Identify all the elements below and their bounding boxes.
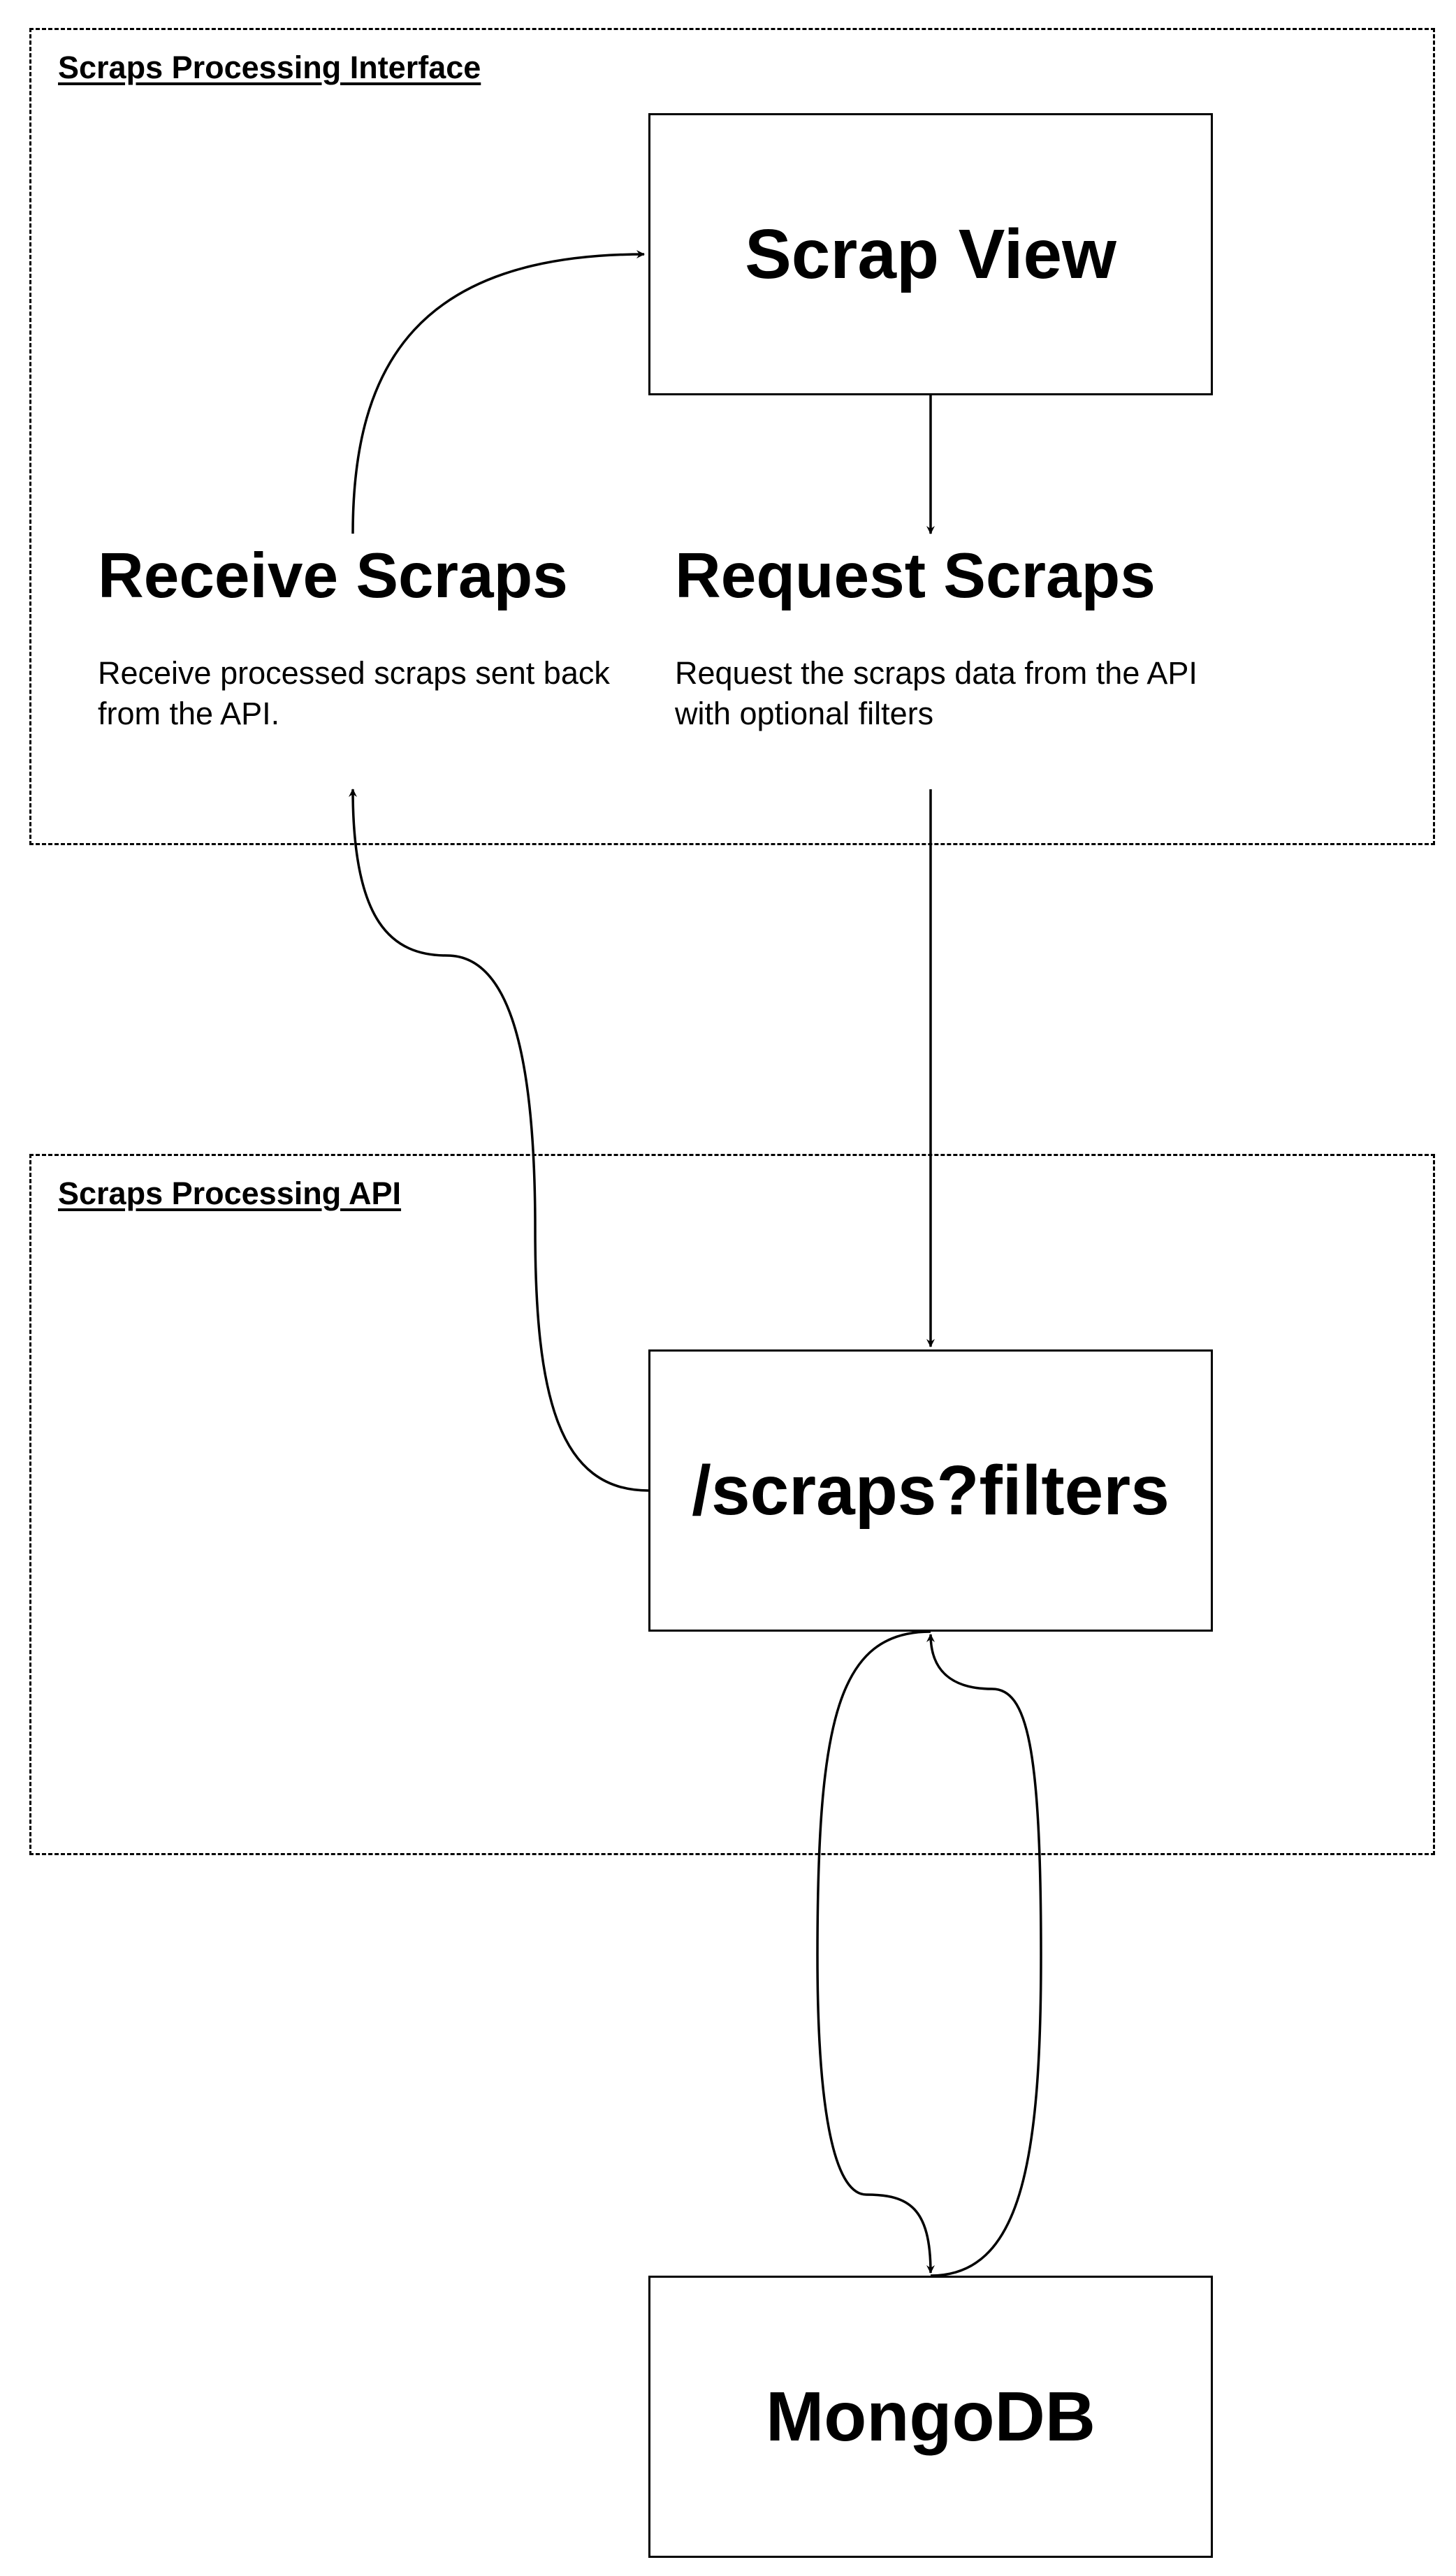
receive-scraps-description: Receive processed scraps sent back from … xyxy=(98,655,610,731)
interface-group: Scraps Processing Interface xyxy=(29,28,1435,845)
mongodb-node[interactable]: MongoDB xyxy=(648,2276,1213,2558)
receive-scraps-heading: Receive Scraps xyxy=(98,541,568,611)
scrap-view-node[interactable]: Scrap View xyxy=(648,113,1213,395)
request-scraps-heading: Request Scraps xyxy=(675,541,1156,611)
api-group-label: Scraps Processing API xyxy=(58,1176,402,1211)
mongodb-label: MongoDB xyxy=(765,2377,1096,2456)
scraps-endpoint-label: /scraps?filters xyxy=(692,1451,1170,1530)
api-group: Scraps Processing API xyxy=(29,1154,1435,1855)
request-scraps-description: Request the scraps data from the API wit… xyxy=(675,655,1197,731)
interface-group-label: Scraps Processing Interface xyxy=(58,50,481,85)
scrap-view-label: Scrap View xyxy=(745,214,1116,293)
request-scraps-step: Request Scraps Request the scraps data f… xyxy=(675,541,1234,733)
receive-scraps-step: Receive Scraps Receive processed scraps … xyxy=(98,541,657,733)
scraps-endpoint-node[interactable]: /scraps?filters xyxy=(648,1349,1213,1632)
